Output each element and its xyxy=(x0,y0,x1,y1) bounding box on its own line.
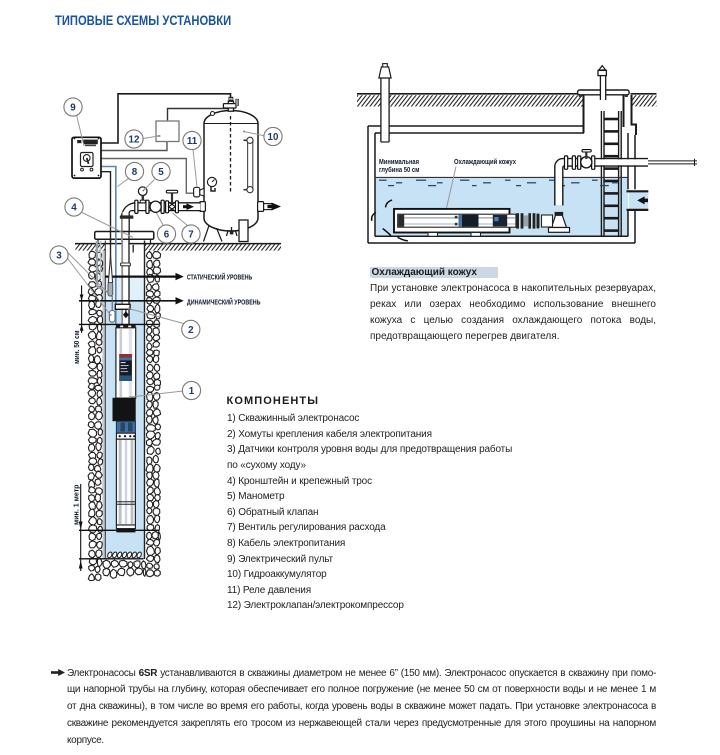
svg-text:ДИНАМИЧЕСКИЙ УРОВЕНЬ: ДИНАМИЧЕСКИЙ УРОВЕНЬ xyxy=(187,298,261,307)
svg-text:СТАТИЧЕСКИЙ УРОВЕНЬ: СТАТИЧЕСКИЙ УРОВЕНЬ xyxy=(187,272,253,281)
svg-text:Охлаждающий кожух: Охлаждающий кожух xyxy=(454,158,516,166)
svg-text:Минимальная: Минимальная xyxy=(379,159,419,166)
svg-text:9: 9 xyxy=(70,103,76,114)
svg-text:3: 3 xyxy=(56,251,62,262)
svg-text:1: 1 xyxy=(189,386,195,397)
svg-text:2: 2 xyxy=(188,325,194,336)
svg-text:4: 4 xyxy=(71,203,77,214)
svg-text:12: 12 xyxy=(129,135,140,146)
svg-text:8: 8 xyxy=(132,167,138,178)
svg-text:глубина 50 см: глубина 50 см xyxy=(379,166,420,174)
svg-text:10: 10 xyxy=(268,132,279,143)
svg-text:5: 5 xyxy=(158,167,164,178)
svg-text:мин. 50 см: мин. 50 см xyxy=(74,331,81,365)
svg-text:6: 6 xyxy=(164,230,170,241)
svg-text:7: 7 xyxy=(188,230,194,241)
svg-text:мин. 1 метр: мин. 1 метр xyxy=(74,485,81,526)
svg-text:11: 11 xyxy=(187,136,198,147)
